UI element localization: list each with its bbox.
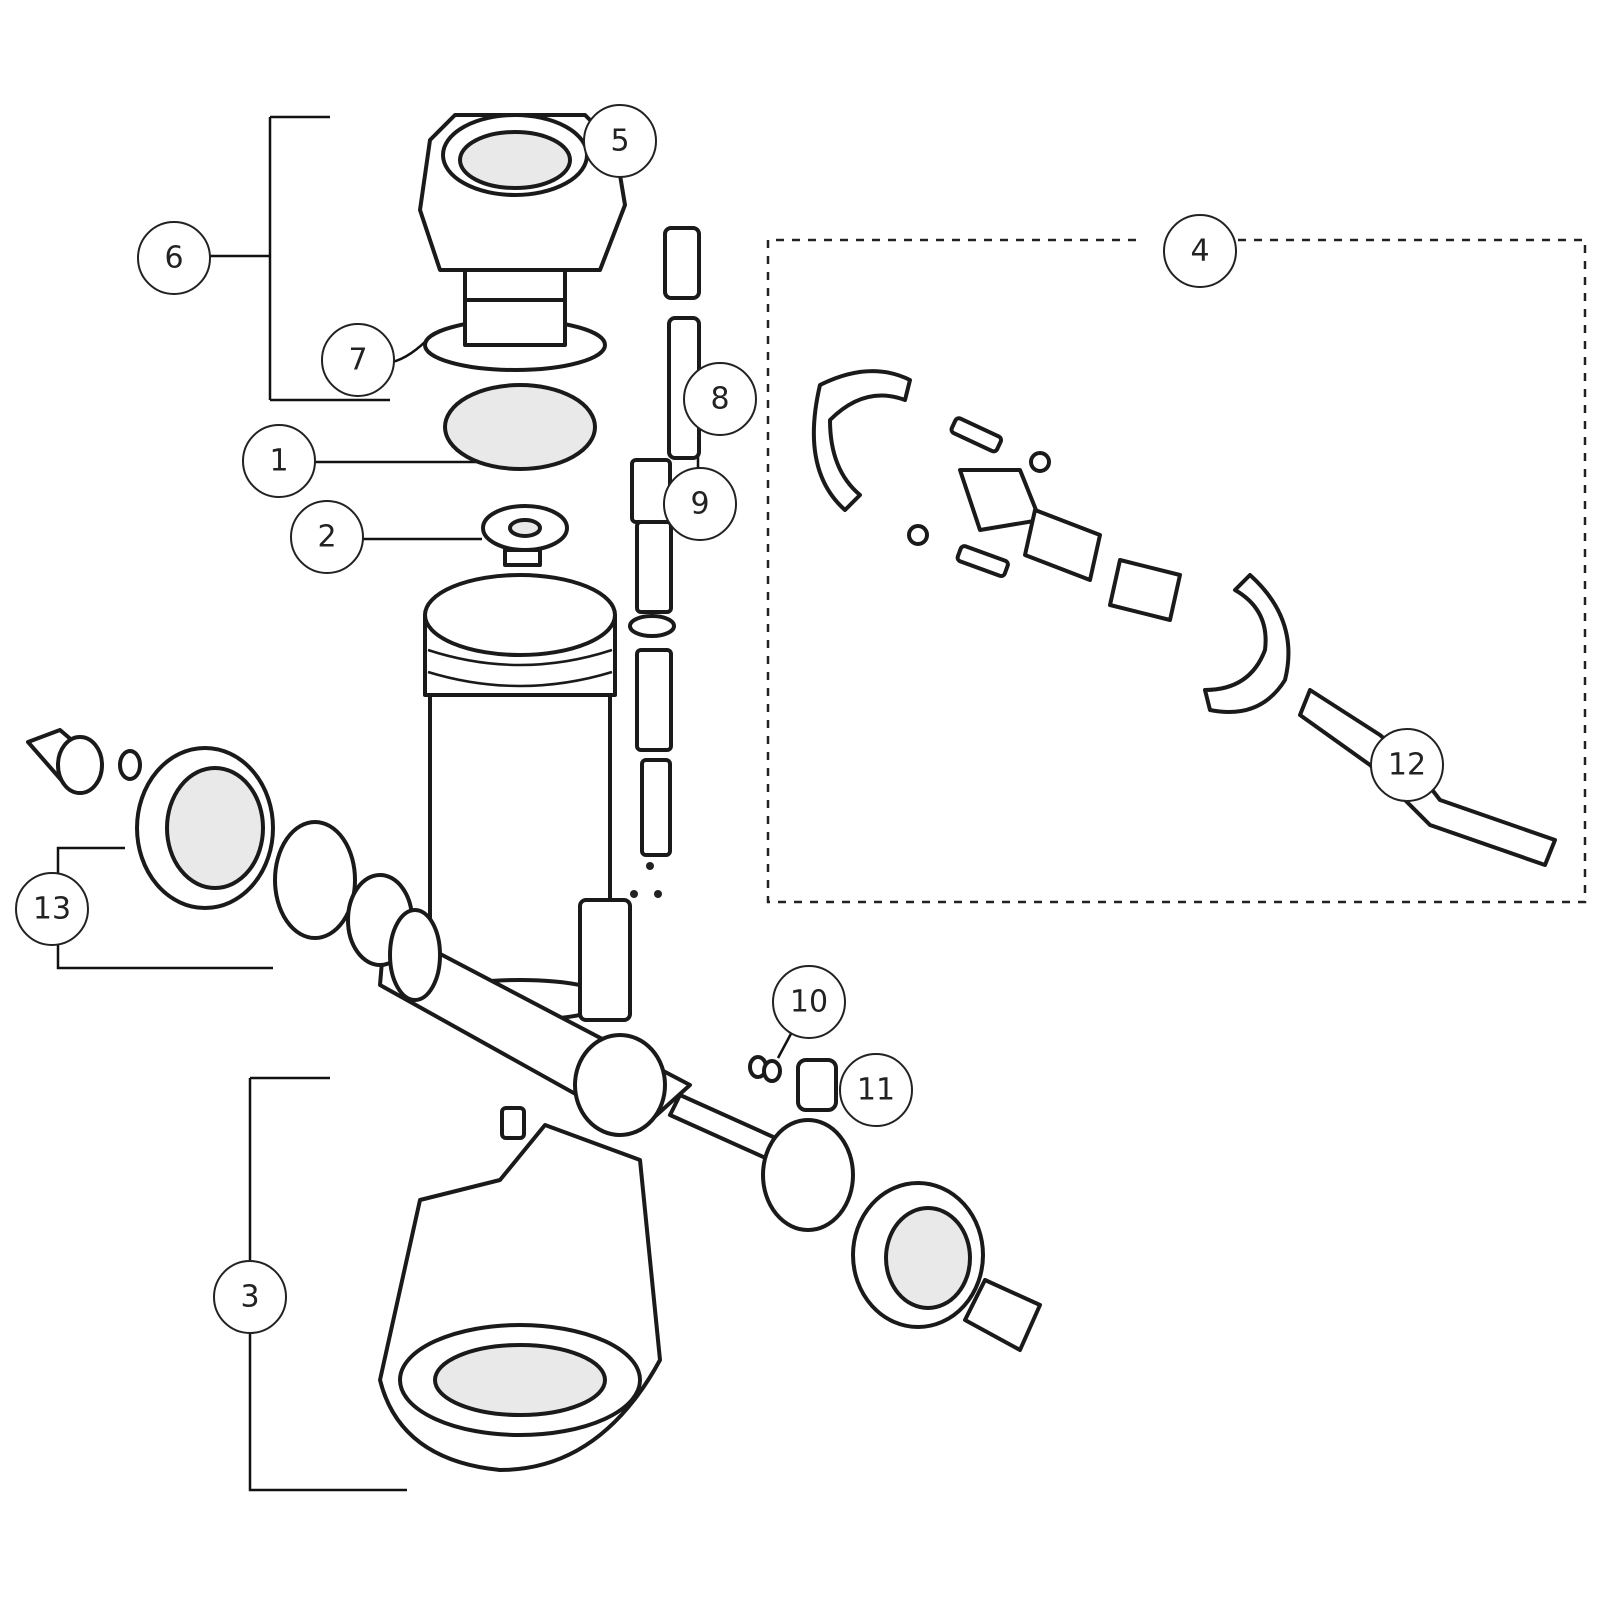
callout-5-label: 5 [610, 124, 629, 159]
callout-3-label: 3 [240, 1280, 259, 1315]
top-cap-assembly [418, 113, 627, 471]
callout-2: 2 [290, 500, 364, 574]
callout-6: 6 [137, 221, 211, 295]
small-cap [481, 504, 569, 567]
injector-parts [628, 226, 701, 898]
callout-1: 1 [242, 424, 316, 498]
callout-4-label: 4 [1190, 234, 1209, 269]
callout-4: 4 [1163, 214, 1237, 288]
leader-10 [776, 1029, 795, 1059]
body-pipe [378, 898, 782, 1162]
callout-11: 11 [839, 1053, 913, 1127]
callout-1-label: 1 [269, 444, 288, 479]
clamp-assembly [811, 369, 1557, 867]
callout-10-label: 10 [790, 985, 828, 1020]
callout-3: 3 [213, 1260, 287, 1334]
callout-10: 10 [772, 965, 846, 1039]
right-fittings [748, 1055, 1042, 1352]
callout-8-label: 8 [710, 382, 729, 417]
callout-7: 7 [321, 323, 395, 397]
callout-12: 12 [1370, 728, 1444, 802]
callout-8: 8 [683, 362, 757, 436]
callout-12-label: 12 [1388, 748, 1426, 783]
callout-11-label: 11 [857, 1073, 895, 1108]
callout-13-label: 13 [33, 892, 71, 927]
callout-9-label: 9 [690, 487, 709, 522]
callout-13: 13 [15, 872, 89, 946]
callout-2-label: 2 [317, 520, 336, 555]
group-box-4 [766, 238, 1587, 904]
callout-9: 9 [663, 467, 737, 541]
bracket-6 [205, 115, 390, 402]
left-fittings [26, 728, 442, 1002]
base-stand [378, 1106, 662, 1472]
callout-6-label: 6 [164, 241, 183, 276]
callout-5: 5 [583, 104, 657, 178]
callout-7-label: 7 [348, 343, 367, 378]
bracket-3 [248, 1076, 407, 1492]
